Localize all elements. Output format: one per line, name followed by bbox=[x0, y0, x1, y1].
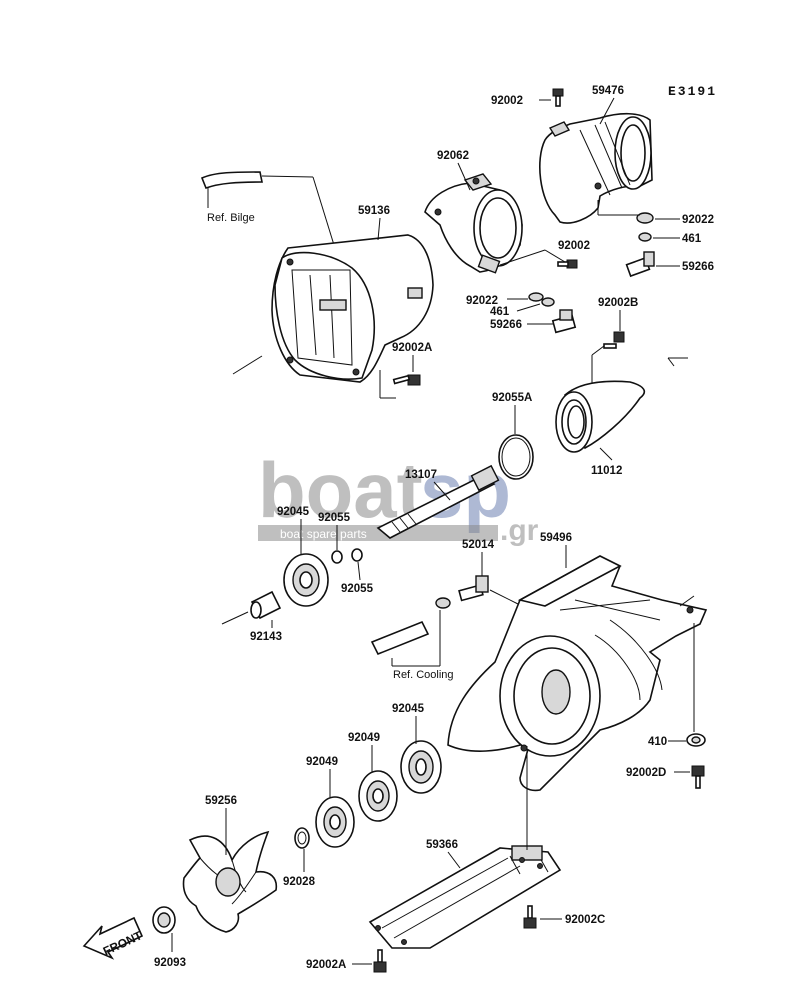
label-59256: 59256 bbox=[205, 795, 237, 807]
label-92028: 92028 bbox=[283, 876, 316, 888]
label-92002-top: 92002 bbox=[491, 95, 523, 107]
label-92055A: 92055A bbox=[492, 392, 532, 404]
label-92002A-bottom: 92002A bbox=[306, 959, 346, 971]
watermark-suffix: .gr bbox=[500, 514, 539, 547]
spacer-92028-drawing bbox=[294, 827, 310, 849]
label-92045-low: 92045 bbox=[392, 703, 425, 715]
part-11012-nozzle-drawing bbox=[555, 380, 646, 453]
label-92062: 92062 bbox=[437, 150, 469, 162]
bearing-92045-top-drawing bbox=[283, 553, 329, 607]
label-92002A-top: 92002A bbox=[392, 342, 432, 354]
bolt-92002-mid-drawing bbox=[557, 259, 578, 269]
ref-cooling-label: Ref. Cooling bbox=[393, 669, 454, 681]
label-461-right: 461 bbox=[682, 233, 702, 245]
label-92045-top: 92045 bbox=[277, 506, 310, 518]
bearing-92049-b-drawing bbox=[358, 770, 398, 822]
ref-bilge-label: Ref. Bilge bbox=[207, 212, 255, 224]
label-59266-right: 59266 bbox=[682, 261, 714, 273]
label-59136: 59136 bbox=[358, 205, 390, 217]
label-13107: 13107 bbox=[405, 469, 437, 481]
diagram-code: E3191 bbox=[668, 84, 717, 99]
circlip-92055-b-drawing bbox=[351, 548, 363, 562]
fitting-52014-drawing bbox=[458, 575, 489, 602]
front-direction-arrow: FRONT bbox=[82, 916, 145, 960]
nut-461-mid-drawing bbox=[541, 297, 555, 307]
label-52014: 52014 bbox=[462, 539, 495, 551]
label-410: 410 bbox=[648, 736, 667, 748]
bearing-92045-low-drawing bbox=[400, 740, 442, 794]
part-59476-elbow-drawing bbox=[539, 112, 653, 224]
oring-92055A-drawing bbox=[498, 434, 534, 480]
part-59366-plate-drawing bbox=[368, 845, 562, 949]
bolt-92002-top-drawing bbox=[552, 88, 564, 107]
label-92055-b: 92055 bbox=[341, 583, 374, 595]
label-11012: 11012 bbox=[591, 465, 622, 477]
label-92022-mid: 92022 bbox=[466, 295, 498, 307]
label-92002B: 92002B bbox=[598, 297, 638, 309]
label-461-mid: 461 bbox=[490, 306, 510, 318]
label-59366: 59366 bbox=[426, 839, 458, 851]
bearing-92049-a-drawing bbox=[315, 796, 355, 848]
label-92143: 92143 bbox=[250, 631, 282, 643]
bolt-92002A-top-drawing bbox=[392, 374, 421, 386]
cooling-hose-drawing bbox=[370, 597, 451, 656]
fitting-59266-right-drawing bbox=[625, 251, 655, 278]
label-59266-mid: 59266 bbox=[490, 319, 522, 331]
part-59256-impeller-drawing bbox=[182, 830, 278, 933]
label-92002D: 92002D bbox=[626, 767, 666, 779]
nut-461-right-drawing bbox=[638, 232, 652, 242]
part-59496-pump-housing-drawing bbox=[447, 555, 708, 792]
washer-92022-right-drawing bbox=[636, 212, 654, 224]
watermark-tagline: boat spare parts bbox=[280, 527, 367, 541]
washer-92022-mid-drawing bbox=[528, 292, 544, 302]
part-92062-adapter-drawing bbox=[424, 173, 523, 274]
label-92022-right: 92022 bbox=[682, 214, 714, 226]
bolt-92002C-drawing bbox=[523, 905, 537, 929]
label-92055-a: 92055 bbox=[318, 512, 351, 524]
bolt-92002D-drawing bbox=[691, 765, 705, 789]
label-92093: 92093 bbox=[154, 957, 186, 969]
collar-92143-drawing bbox=[250, 590, 282, 620]
label-92049-b: 92049 bbox=[348, 732, 380, 744]
fitting-59266-mid-drawing bbox=[551, 309, 577, 334]
label-92002-mid: 92002 bbox=[558, 240, 590, 252]
label-92049-a: 92049 bbox=[306, 756, 338, 768]
circlip-92055-a-drawing bbox=[331, 550, 343, 564]
bolt-92002B-drawing bbox=[603, 331, 625, 349]
label-59496: 59496 bbox=[540, 532, 572, 544]
part-13107-shaft-drawing bbox=[376, 464, 500, 539]
nut-92093-drawing bbox=[152, 906, 176, 934]
part-59136-housing-drawing bbox=[271, 234, 434, 383]
bilge-hose-drawing bbox=[200, 171, 263, 190]
label-59476: 59476 bbox=[592, 85, 624, 97]
label-92002C: 92002C bbox=[565, 914, 605, 926]
bolt-92002A-bottom-drawing bbox=[373, 949, 387, 973]
